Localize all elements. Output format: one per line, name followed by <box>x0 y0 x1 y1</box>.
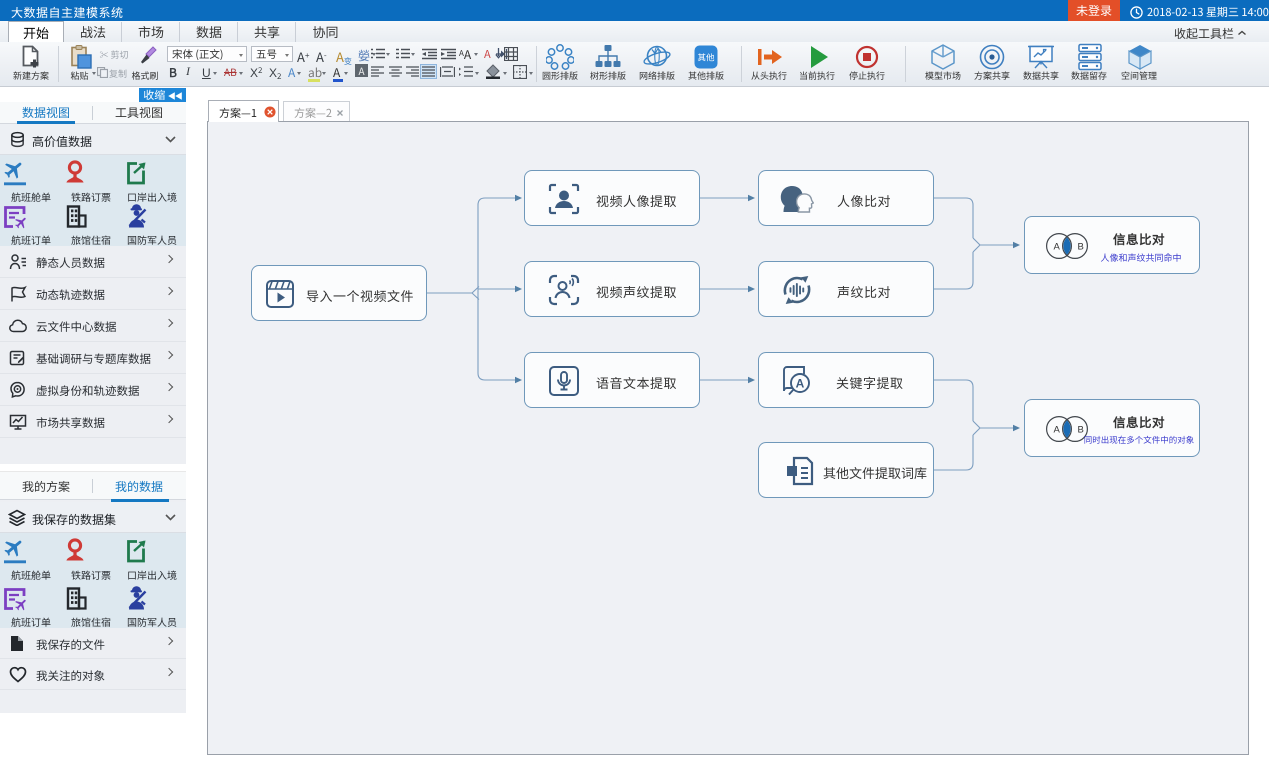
svg-text:其他: 其他 <box>697 52 715 64</box>
svg-text:A: A <box>1054 242 1061 253</box>
svg-text:B: B <box>1078 242 1084 253</box>
svg-text:B: B <box>1078 425 1084 436</box>
svg-text:A: A <box>796 377 805 391</box>
svg-text:A: A <box>1054 425 1061 436</box>
